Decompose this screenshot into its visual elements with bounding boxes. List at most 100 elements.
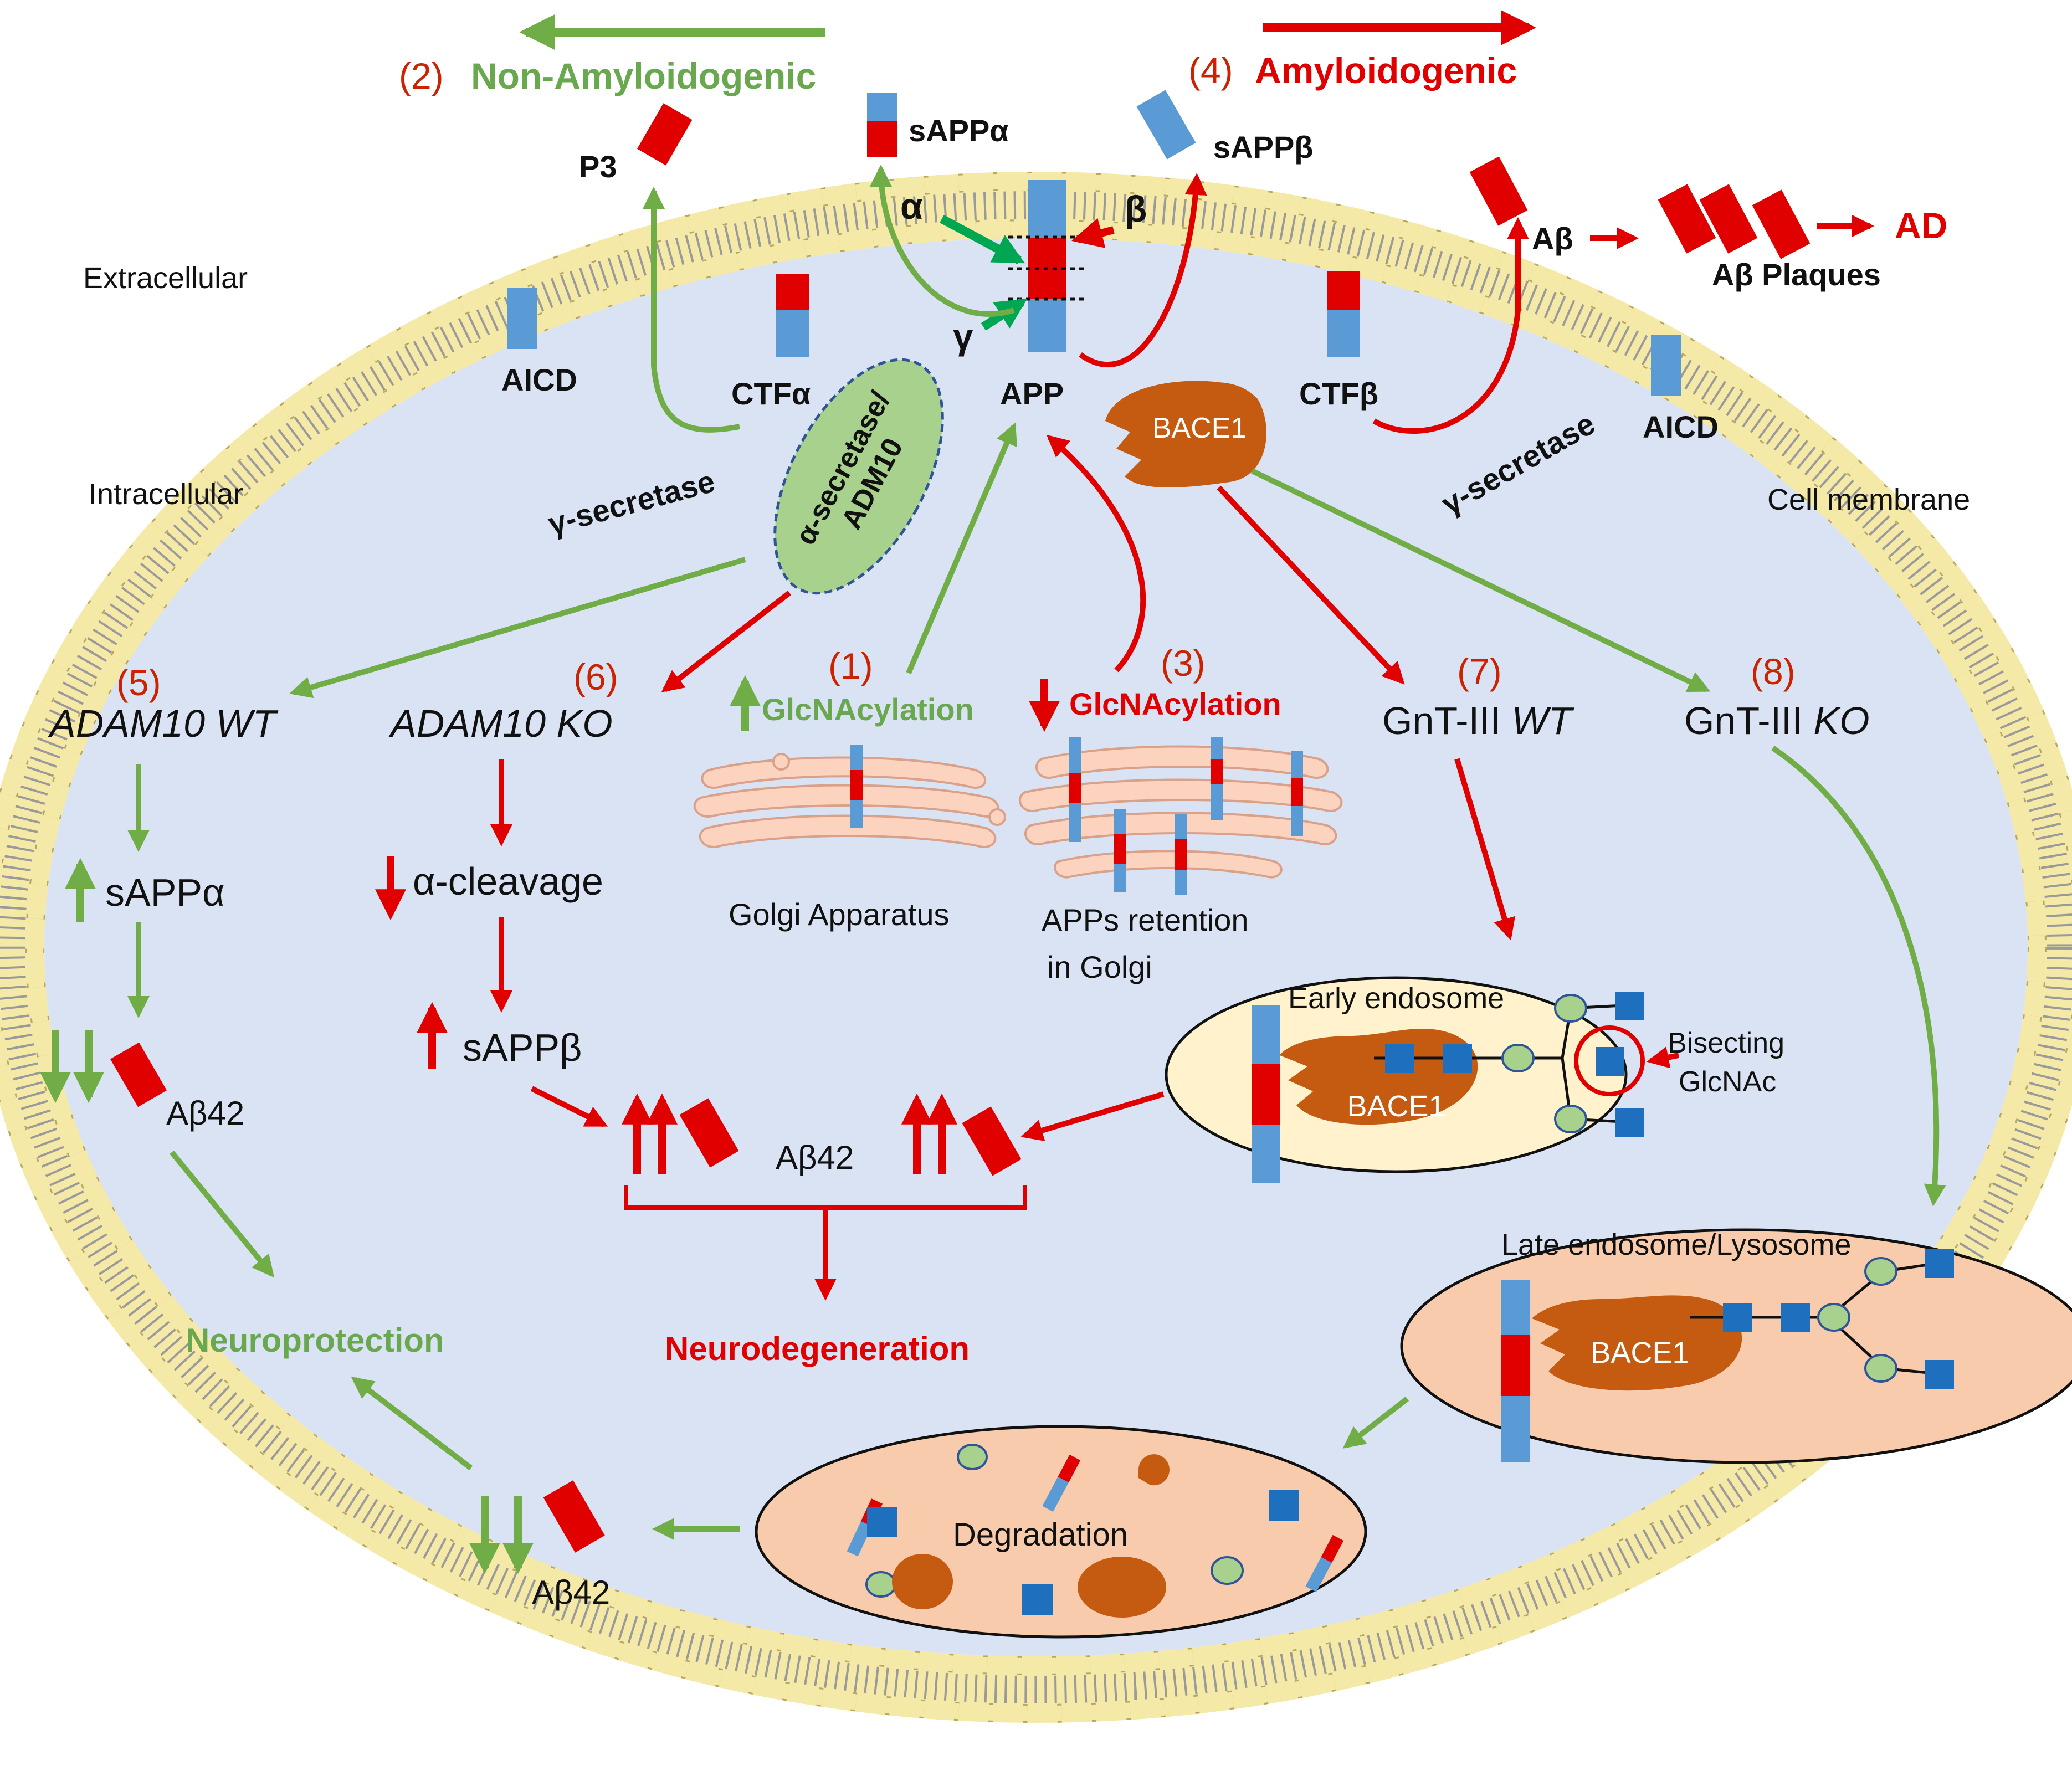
app-to-sappb-arrow — [1079, 173, 1207, 367]
late-endosome: Late endosome/Lysosome BACE1 — [1400, 1228, 2072, 1464]
p3-fragment — [637, 103, 693, 166]
pathway-4-number: (4) — [1188, 50, 1233, 91]
sappb-middle-label: sAPPβ — [463, 1026, 582, 1069]
early-endosome-bace1-shape — [1280, 1028, 1478, 1125]
alpha-secretase-enzyme: α-secretase/ ADM10 — [773, 358, 944, 595]
amyloidogenic-title: Amyloidogenic — [1255, 50, 1517, 91]
app-label: APP — [1000, 376, 1064, 411]
gamma-site-label: γ — [953, 316, 973, 357]
early-endosome-title: Early endosome — [1288, 982, 1504, 1015]
abeta42-bottom-to-neuroprotection-arrow — [351, 1377, 473, 1470]
pathway-6-number: (6) — [573, 656, 618, 697]
abeta42-left-fragment — [110, 1042, 167, 1107]
alpha-site-arrow — [940, 214, 1025, 265]
ctfa-fragment-red — [776, 274, 809, 310]
non-bisected-glycan — [1690, 1249, 1954, 1389]
gnt3-wt-to-early-endosome-arrow — [1454, 758, 1516, 941]
ctfb-label: CTFβ — [1299, 376, 1378, 411]
abeta-fragment — [1469, 156, 1528, 226]
bisecting-label-2: GlcNAc — [1679, 1066, 1776, 1098]
sappb-fragment — [1136, 90, 1196, 160]
bisecting-pointer-arrow — [1647, 1046, 1679, 1069]
pathway-8-number: (8) — [1751, 651, 1796, 692]
bisecting-highlight-circle — [1574, 1025, 1645, 1096]
neurodegeneration-label: Neurodegeneration — [665, 1330, 970, 1367]
abeta42-mid-fragment-1 — [679, 1098, 739, 1168]
app-to-sappa-arrow — [870, 165, 1015, 317]
alpha-secretase-shape — [773, 358, 944, 595]
intracellular-label: Intracellular — [89, 478, 243, 511]
late-endosome-to-degradation-arrow — [1342, 1397, 1409, 1449]
glcnacylation-up-label: GlcNAcylation — [762, 692, 974, 727]
alpha-site-label: α — [900, 186, 923, 227]
golgi-retention-label-1: APPs retention — [1042, 902, 1249, 937]
early-endosome-bace1-label: BACE1 — [1347, 1090, 1445, 1123]
degradation-vesicle: Degradation — [755, 1425, 1367, 1639]
pathway-1-number: (1) — [828, 645, 873, 686]
aicd-left-label: AICD — [501, 362, 577, 397]
abeta42-bottom-label: Aβ42 — [532, 1574, 610, 1611]
abeta42-to-neuroprotection-arrow — [170, 1150, 275, 1278]
aicd-left-fragment — [507, 288, 537, 349]
golgi-apparatus-label: Golgi Apparatus — [729, 897, 949, 932]
plaque-fragment-2 — [1699, 184, 1758, 254]
adm10-to-ko-arrow — [661, 591, 792, 692]
abeta-label: Aβ — [1532, 221, 1573, 256]
pathway-2-number: (2) — [399, 55, 444, 96]
adm10-to-wt-arrow — [289, 557, 746, 699]
abeta42-left-label: Aβ42 — [166, 1095, 244, 1132]
abeta42-mid-fragment-2 — [962, 1106, 1022, 1176]
sappb-to-abeta42-arrow — [530, 1086, 608, 1127]
p3-label: P3 — [579, 149, 617, 184]
ctfa-to-p3-arrow — [643, 187, 740, 433]
amyloidogenic-header: (4) Amyloidogenic — [1188, 10, 1536, 91]
adam10-wt-label: ADAM10 WT — [48, 702, 279, 745]
bace1-membrane-enzyme: BACE1 — [1105, 381, 1266, 487]
golgi-apparatus-retention — [1018, 737, 1343, 895]
acleavage-label: α-cleavage — [413, 860, 603, 903]
pathway-5-number: (5) — [116, 662, 161, 703]
pathway-3-number: (3) — [1161, 643, 1206, 684]
golgi-apparatus-normal — [693, 745, 1006, 848]
sappa-left-label: sAPPα — [105, 871, 225, 914]
late-endosome-title: Late endosome/Lysosome — [1501, 1228, 1851, 1261]
bisecting-glycan — [1374, 992, 1645, 1137]
plaque-fragment-1 — [1658, 184, 1716, 254]
plaque-fragment-3 — [1752, 189, 1811, 259]
ad-label: AD — [1895, 205, 1947, 246]
glcnacylation-down-label: GlcNAcylation — [1069, 686, 1281, 721]
golgi3-to-app-arrow — [1046, 434, 1146, 673]
golgi-retention-label-2: in Golgi — [1047, 950, 1152, 984]
adam10-ko-label: ADAM10 KO — [388, 702, 613, 745]
beta-site-label: β — [1125, 188, 1147, 229]
ctfb-to-abeta-arrow — [1372, 217, 1529, 434]
late-endosome-bace1-label: BACE1 — [1591, 1336, 1689, 1369]
extracellular-label: Extracellular — [83, 261, 248, 295]
plaques-label: Aβ Plaques — [1712, 257, 1881, 292]
beta-site-arrow — [1071, 218, 1115, 248]
gnt3-wt-label: GnT-III WT — [1382, 699, 1574, 742]
bace1-shape — [1105, 381, 1266, 487]
neuroprotection-label: Neuroprotection — [186, 1322, 444, 1359]
abeta42-mid-label: Aβ42 — [776, 1139, 854, 1176]
abeta42-bottom-fragment — [543, 1480, 605, 1553]
pathway-7-number: (7) — [1457, 651, 1502, 692]
early-endosome-to-abeta42-arrow — [1020, 1091, 1165, 1141]
bisecting-label-1: Bisecting — [1668, 1027, 1784, 1059]
sappa-fragment-red — [867, 121, 897, 157]
bace1-to-gnt3-ko-arrow — [1250, 468, 1711, 692]
gnt3-ko-label: GnT-III KO — [1684, 699, 1870, 742]
aicd-right-fragment — [1651, 335, 1681, 396]
non-amyloidogenic-title: Non-Amyloidogenic — [471, 55, 816, 96]
late-endosome-bace1-shape — [1532, 1295, 1742, 1391]
gnt3-ko-to-late-endosome-arrow — [1771, 745, 1946, 1207]
aicd-right-label: AICD — [1643, 409, 1719, 444]
sappa-top-label: sAPPα — [909, 113, 1009, 148]
sappb-top-label: sAPPβ — [1213, 130, 1313, 165]
bace1-to-gnt3-wt-arrow — [1217, 485, 1405, 685]
golgi1-to-app-arrow — [906, 422, 1017, 674]
cell-membrane-label: Cell membrane — [1767, 483, 1970, 516]
bace1-label: BACE1 — [1152, 412, 1247, 444]
degradation-title: Degradation — [953, 1517, 1128, 1553]
